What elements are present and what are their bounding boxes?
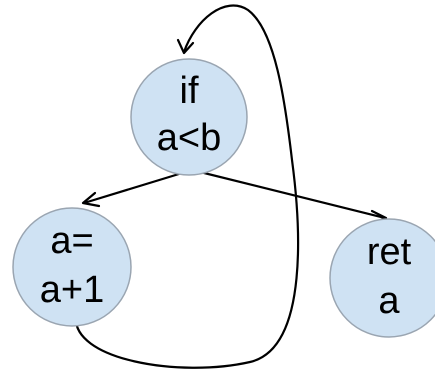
node-return-line2: a [378,280,400,322]
edge-incr-to-cond-loop [74,4,300,369]
node-increment-line1: a= [50,220,93,262]
edge-cond-to-incr [81,168,193,208]
node-if-condition: if a<b [130,58,248,176]
node-if-line1: if [180,70,199,112]
node-if-line2: a<b [157,117,221,159]
node-return: ret a [329,218,435,338]
edge-cond-to-ret [191,168,388,226]
node-return-line1: ret [367,231,412,273]
node-increment: a= a+1 [12,207,132,327]
node-increment-line2: a+1 [40,269,104,311]
